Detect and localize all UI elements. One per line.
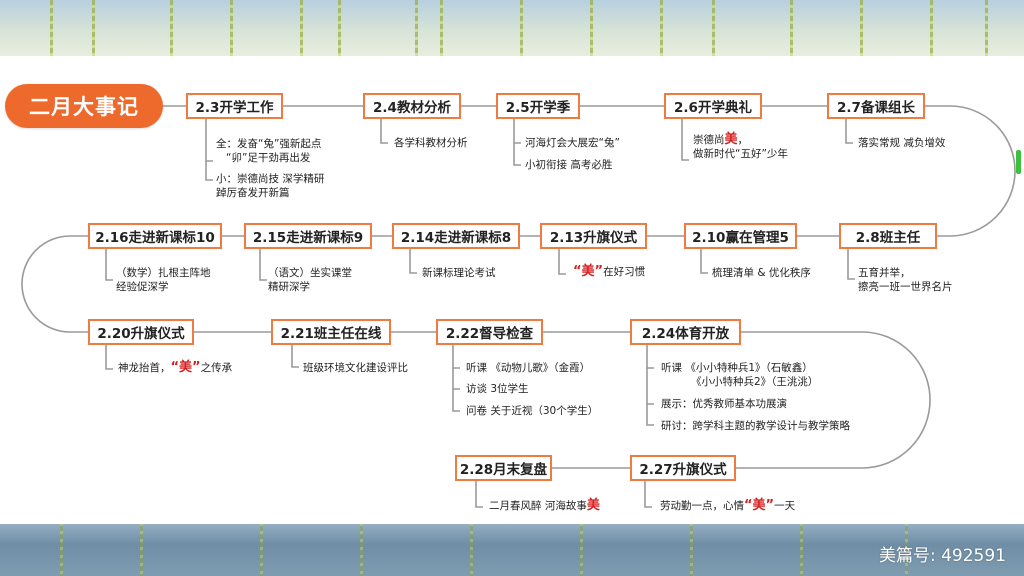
detail-2-21: 班级环境文化建设评比: [303, 362, 408, 374]
detail-2-22-c: 问卷 关于近视（30个学生）: [466, 405, 599, 417]
node-2-20[interactable]: 2.20升旗仪式: [88, 319, 194, 345]
detail-2-3-b: 小：崇德尚技 深学精研 踔厉奋发开新篇: [216, 173, 325, 199]
page-title: 二月大事记: [5, 84, 163, 128]
detail-2-5-a: 河海灯会大展宏“兔”: [525, 137, 620, 149]
node-2-3[interactable]: 2.3开学工作: [186, 93, 283, 119]
detail-2-22-a: 听课 《动物儿歌》（金霞）: [466, 362, 591, 374]
node-2-22[interactable]: 2.22督导检查: [436, 319, 543, 345]
emphasis-mark: 美: [724, 132, 738, 147]
node-2-15[interactable]: 2.15走进新课标9: [244, 223, 372, 249]
emphasis-mark: “美”: [744, 498, 775, 513]
node-2-28[interactable]: 2.28月末复盘: [455, 455, 552, 481]
node-2-14[interactable]: 2.14走进新课标8: [392, 223, 520, 249]
detail-2-4: 各学科教材分析: [394, 137, 468, 149]
node-2-13[interactable]: 2.13升旗仪式: [540, 223, 647, 249]
detail-2-24-c: 研讨：跨学科主题的教学设计与教学策略: [661, 420, 850, 432]
node-2-4[interactable]: 2.4教材分析: [363, 93, 461, 119]
detail-2-24-a: 听课 《小小特种兵1》（石敏鑫） 《小小特种兵2》（王洮洮）: [661, 362, 819, 388]
node-2-21[interactable]: 2.21班主任在线: [271, 319, 391, 345]
detail-2-8: 五育并举， 擦亮一班一世界名片: [858, 267, 953, 293]
detail-2-24-b: 展示：优秀教师基本功展演: [661, 398, 787, 410]
detail-2-20: 神龙抬首，“美”之传承: [118, 360, 233, 375]
detail-2-27: 劳动勤一点，心情“美”一天: [660, 498, 796, 513]
node-2-8[interactable]: 2.8班主任: [839, 223, 937, 249]
node-2-24[interactable]: 2.24体育开放: [630, 319, 741, 345]
detail-2-7: 落实常规 减负增效: [858, 137, 946, 149]
emphasis-mark: 美: [586, 498, 600, 513]
detail-2-28: 二月春风醉 河海故事美: [489, 498, 600, 513]
node-2-5[interactable]: 2.5开学季: [496, 93, 580, 119]
detail-2-10: 梳理清单 & 优化秩序: [712, 267, 811, 279]
scrollbar-thumb[interactable]: [1016, 150, 1021, 174]
emphasis-mark: “美”: [170, 360, 201, 375]
node-2-16[interactable]: 2.16走进新课标10: [88, 223, 222, 249]
detail-2-22-b: 访谈 3位学生: [466, 383, 529, 395]
node-2-10[interactable]: 2.10赢在管理5: [684, 223, 797, 249]
node-2-6[interactable]: 2.6开学典礼: [664, 93, 762, 119]
detail-2-13: “美”在好习惯: [573, 264, 646, 279]
background-willow-top: [0, 0, 1024, 56]
detail-2-16: （数学）扎根主阵地 经验促深学: [116, 267, 211, 293]
node-2-7[interactable]: 2.7备课组长: [827, 93, 925, 119]
detail-2-14: 新课标理论考试: [422, 267, 496, 279]
detail-2-15: （语文）坐实课堂 精研深学: [268, 267, 352, 293]
detail-2-5-b: 小初衔接 高考必胜: [525, 159, 613, 171]
watermark: 美篇号: 492591: [878, 546, 1006, 566]
detail-2-3-a: 全：发奋“兔”强新起点 “卯”足干劲再出发: [216, 138, 322, 164]
emphasis-mark: “美”: [573, 264, 604, 279]
background-lake-bottom: [0, 518, 1024, 576]
detail-2-6: 崇德尚美， 做新时代“五好”少年: [693, 132, 788, 161]
node-2-27[interactable]: 2.27升旗仪式: [630, 455, 736, 481]
